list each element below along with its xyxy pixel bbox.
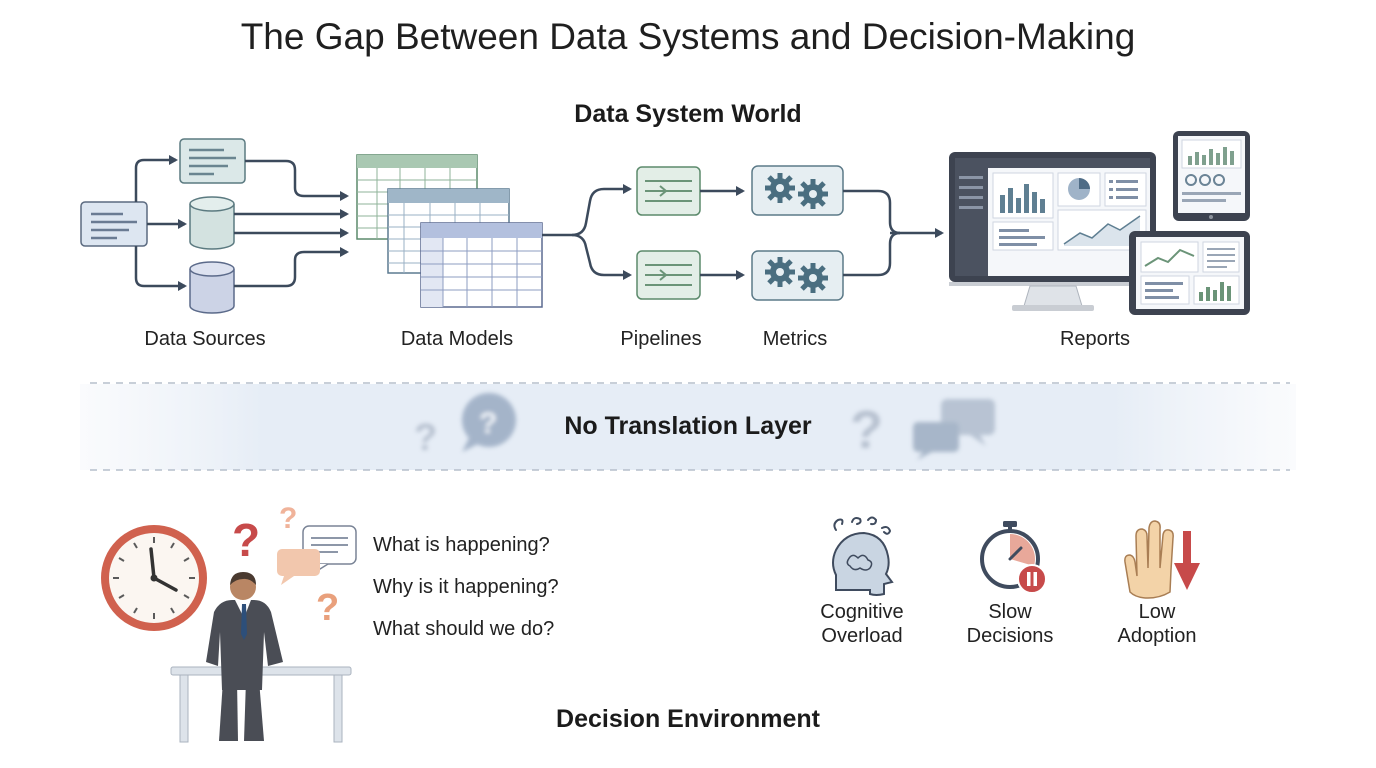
source-document-icon [80, 201, 148, 247]
stage-label-pipelines: Pipelines [620, 328, 702, 350]
table-front-icon [420, 222, 543, 308]
businessman-icon [206, 572, 283, 741]
metrics-group [751, 165, 944, 301]
pipelines-group [636, 166, 745, 300]
decision-environment-heading: Decision Environment [556, 705, 820, 733]
svg-text:?: ? [479, 407, 497, 440]
source-database-icon [189, 196, 235, 250]
metrics-gears-icon [751, 165, 844, 216]
pipeline-filter-icon [636, 250, 701, 300]
head-confusion-icon [832, 516, 894, 596]
reports-group [949, 131, 1250, 315]
speech-bubble-icon [277, 549, 320, 585]
question-mark-icon: ? [316, 587, 339, 629]
decision-environment-group: ? ? ? [101, 502, 1200, 743]
clock-icon [101, 525, 207, 631]
source-document-top-icon [179, 138, 246, 184]
hand-down-arrow-icon [1124, 520, 1200, 599]
metrics-gears-icon [751, 250, 844, 301]
question-mark-icon: ? [232, 514, 260, 566]
chat-bubbles-icon [913, 399, 995, 460]
data-world-heading: Data System World [574, 100, 802, 128]
question-what-happening: What is happening? [373, 534, 550, 556]
stage-label-data-models: Data Models [400, 328, 514, 350]
question-what-to-do: What should we do? [373, 618, 555, 640]
stage-label-data-sources: Data Sources [144, 328, 266, 350]
translation-gap-band: ? ? ? [80, 382, 1296, 471]
impact-label-slow-decisions: Slow Decisions [966, 601, 1054, 647]
tablet-landscape-icon [1129, 231, 1250, 315]
stage-label-metrics: Metrics [762, 328, 828, 350]
speech-bubble-icon: ? [462, 393, 516, 452]
pipeline-filter-icon [636, 166, 701, 216]
question-mark-icon: ? [279, 502, 297, 535]
impact-label-low-adoption: Low Adoption [1117, 601, 1197, 647]
impact-label-cognitive-overload: Cognitive Overload [820, 601, 904, 647]
gap-label: No Translation Layer [564, 412, 812, 440]
stopwatch-pause-icon [980, 521, 1047, 594]
page-title: The Gap Between Data Systems and Decisio… [240, 16, 1136, 57]
question-mark-icon: ? [850, 400, 883, 460]
tablet-dashboard-icon [1173, 131, 1250, 221]
monitor-dashboard-icon [949, 152, 1156, 311]
question-why-happening: Why is it happening? [373, 576, 559, 598]
data-models-group [356, 154, 632, 308]
stage-label-reports: Reports [1059, 328, 1131, 350]
source-database-icon [189, 261, 235, 314]
question-mark-icon: ? [414, 417, 437, 459]
data-sources-group [80, 138, 349, 314]
